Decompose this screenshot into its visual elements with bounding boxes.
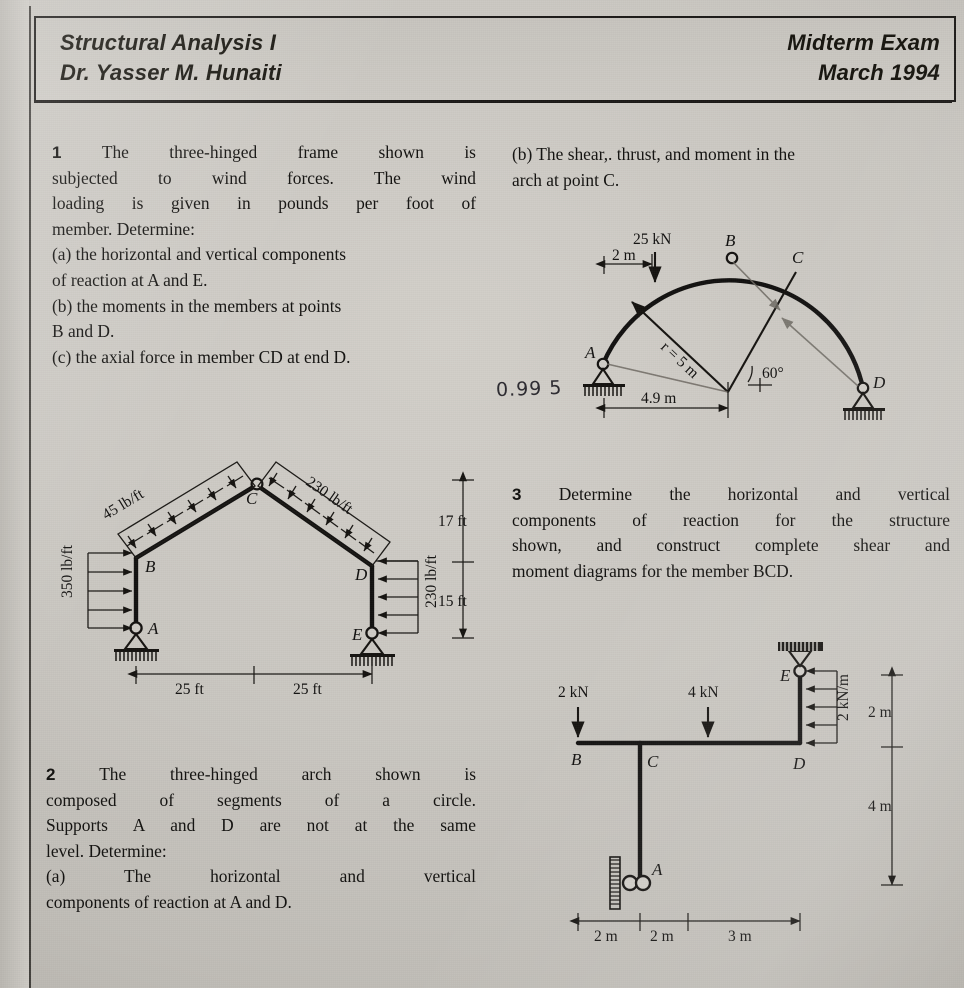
- beam-dim-2: 2 m: [650, 928, 674, 945]
- q1-part-b: (b) the moments in the members at points: [52, 295, 342, 316]
- frame-point-e: E: [351, 625, 363, 644]
- q3-number: 3: [512, 485, 522, 504]
- q2-part-b-line1: (b) The shear,. thrust, and moment in th…: [512, 144, 795, 164]
- q2-number: 2: [46, 765, 56, 784]
- beam-point-d: D: [792, 754, 806, 773]
- header-rule: [34, 101, 952, 103]
- q1-part-a-cont: of reaction at A and E.: [52, 269, 208, 290]
- q1-part-a: (a) the horizontal and vertical componen…: [52, 244, 347, 265]
- q3-line-2: components of reaction for the structure: [512, 509, 950, 530]
- frame-point-a: A: [147, 619, 159, 638]
- beam-point-c: C: [647, 752, 659, 771]
- pencil-line-b: [732, 261, 781, 311]
- q3-line-4: moment diagrams for the member BCD.: [512, 560, 794, 581]
- beam-dim-1: 2 m: [594, 928, 618, 945]
- beam-load-b: 2 kN: [558, 684, 589, 701]
- hinge-b: [725, 251, 739, 265]
- q2-line-2: composed of segments of a circle.: [46, 789, 476, 810]
- exam-type: Midterm Exam: [787, 30, 940, 55]
- frame-point-c: C: [246, 489, 258, 508]
- beam-load-c: 4 kN: [688, 684, 719, 701]
- beam-vdim-2: 4 m: [868, 798, 892, 815]
- question-1-text: 1 The three-hinged frame shown is subjec…: [52, 140, 476, 370]
- question-2-part-b-text: (b) The shear,. thrust, and moment in th…: [512, 142, 948, 193]
- q1-part-c: (c) the axial force in member CD at end …: [52, 346, 351, 367]
- q2-part-a: (a) The horizontal and vertical: [46, 866, 476, 887]
- frame-load-right-roof: 230 lb/ft: [303, 473, 357, 518]
- beam-point-a: A: [651, 860, 663, 879]
- frame-load-left-roof: 45 lb/ft: [99, 485, 147, 523]
- frame-load-right-wall: 230 lb/ft: [423, 554, 440, 608]
- frame-span-left: 25 ft: [175, 681, 205, 698]
- pencil-line-d: [781, 317, 859, 387]
- header-right: Midterm Exam March 1994: [787, 28, 940, 88]
- arch-point-d: D: [872, 373, 886, 392]
- frame-pin-e: [365, 626, 379, 640]
- radius-line: [631, 301, 729, 393]
- q1-line-4: member. Determine:: [52, 218, 195, 239]
- arch-point-c: C: [792, 248, 804, 267]
- arch-point-a: A: [584, 343, 596, 362]
- distributed-load-de: [805, 667, 838, 747]
- roof-load-left: [117, 461, 256, 559]
- q2-part-b-line2: arch at point C.: [512, 169, 620, 190]
- q2-part-a-cont: components of reaction at A and D.: [46, 891, 292, 912]
- question-2-text: 2 The three-hinged arch shown is compose…: [46, 762, 476, 916]
- beam-roller-a2: [634, 874, 652, 892]
- frame-pin-a: [129, 621, 143, 635]
- q1-line-2: subjected to wind forces. The wind: [52, 167, 476, 188]
- exam-header: Structural Analysis I Dr. Yasser M. Huna…: [34, 16, 956, 102]
- q2-line-4: level. Determine:: [46, 840, 167, 861]
- frame-diagram: 350 lb/ft 230 lb/ft 45 lb/ft: [59, 461, 474, 698]
- page-left-margin: [0, 0, 29, 988]
- beam-point-b: B: [571, 750, 582, 769]
- arch-point-b: B: [725, 231, 736, 250]
- q1-part-b-cont: B and D.: [52, 321, 115, 342]
- pencil-line-a: [606, 363, 729, 393]
- course-title: Structural Analysis I: [60, 30, 277, 55]
- beam-point-e: E: [779, 666, 791, 685]
- wall-load-left: [87, 549, 133, 632]
- frame-height-upper: 17 ft: [438, 513, 468, 530]
- frame-point-b: B: [145, 557, 156, 576]
- q3-line-3: shown, and construct complete shear and: [512, 535, 950, 556]
- arch-load-label: 25 kN: [633, 231, 671, 248]
- exam-date: March 1994: [818, 60, 940, 85]
- q1-line-3: loading is given in pounds per foot of: [52, 193, 476, 214]
- q1-number: 1: [52, 143, 62, 162]
- arch-span-dim: 4.9 m: [641, 390, 676, 407]
- q1-line-1: 1 The three-hinged frame shown is: [52, 142, 476, 162]
- frame-load-left-wall: 350 lb/ft: [59, 544, 76, 598]
- header-left: Structural Analysis I Dr. Yasser M. Huna…: [60, 28, 282, 88]
- q2-line-1: 2 The three-hinged arch shown is: [46, 764, 476, 784]
- beam-dim-3: 3 m: [728, 928, 752, 945]
- frame-span-right: 25 ft: [293, 681, 323, 698]
- angle-label: 60°: [762, 365, 784, 382]
- beam-vdim-1: 2 m: [868, 704, 892, 721]
- frame-height-lower: 15 ft: [438, 593, 468, 610]
- beam-load-dist: 2 kN/m: [835, 674, 852, 721]
- arch-diagram: 25 kN 2 m r = 5 m 60° 4.9 m A B C D: [583, 231, 886, 420]
- angle-line-60: [727, 271, 797, 393]
- roof-load-right: [257, 461, 391, 567]
- page-edge-line: [29, 6, 31, 988]
- question-3-text: 3 Determine the horizontal and vertical …: [512, 482, 950, 584]
- arch-offset-dim: 2 m: [612, 247, 636, 264]
- q3-line-1: 3 Determine the horizontal and vertical: [512, 484, 950, 504]
- beam-frame-diagram: 2 kN 4 kN 2 kN/m 2 m 4 m 2 m 2 m 3 m B C…: [558, 642, 903, 945]
- frame-point-d: D: [354, 565, 368, 584]
- instructor-name: Dr. Yasser M. Hunaiti: [60, 60, 282, 85]
- wall-load-right: [376, 557, 419, 637]
- q2-line-3: Supports A and D are not at the same: [46, 815, 476, 836]
